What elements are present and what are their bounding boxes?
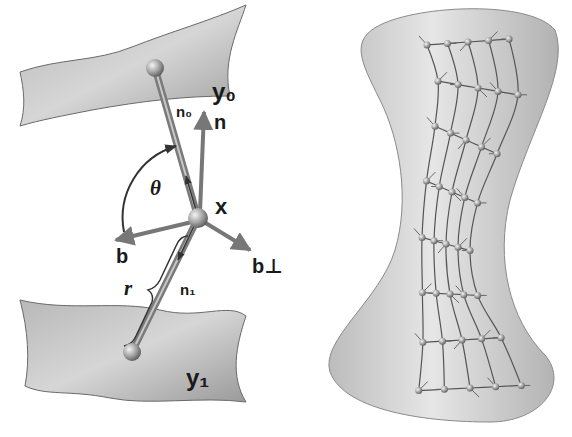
grid-sphere <box>423 41 430 48</box>
grid-sphere <box>419 234 426 241</box>
surface-sheet <box>20 5 246 126</box>
grid-sphere <box>447 291 454 298</box>
grid-line <box>419 385 522 390</box>
grid-sphere <box>439 338 446 345</box>
perp-arrow <box>204 222 250 250</box>
grid-line <box>446 42 478 388</box>
grid-sphere <box>454 244 461 251</box>
rod <box>132 218 198 352</box>
vector-label: n₀ <box>176 104 192 119</box>
grid-sphere <box>498 334 505 341</box>
grid-sphere <box>441 386 448 393</box>
grid-sphere <box>444 40 451 47</box>
direction-arrow <box>178 226 194 260</box>
grid-sphere <box>419 339 426 346</box>
grid-sphere <box>474 199 481 206</box>
grid-sphere <box>459 337 466 344</box>
grid-sphere <box>485 37 492 44</box>
vector-label: b⊥ <box>252 256 283 276</box>
vector-label: b <box>116 246 128 266</box>
angle-label: θ <box>150 178 161 199</box>
grid-line <box>434 43 458 389</box>
grid-sphere <box>514 91 521 98</box>
grid-sphere <box>415 387 422 394</box>
vector-label: n₁ <box>180 282 195 297</box>
normal-arrow <box>200 112 204 212</box>
point-sphere <box>146 59 164 77</box>
length-label: r <box>124 278 132 299</box>
grid-sphere <box>447 130 454 137</box>
grid-sphere <box>463 137 470 144</box>
grid-sphere <box>467 385 474 392</box>
shape-volume <box>329 9 558 422</box>
rod <box>155 68 198 218</box>
grid-sphere <box>474 292 481 299</box>
grid-sphere <box>518 382 525 389</box>
grid-sphere <box>466 247 473 254</box>
grid-line <box>427 39 509 45</box>
point-sphere <box>188 208 208 228</box>
point-label: x <box>215 196 227 218</box>
point-label: y₁ <box>186 366 209 390</box>
rod <box>132 218 198 352</box>
length-brace <box>124 236 188 346</box>
grid-sphere <box>455 81 462 88</box>
grid-sphere <box>478 143 485 150</box>
direction-arrow <box>186 176 196 210</box>
grid-sphere <box>494 150 501 157</box>
grid-sphere <box>478 335 485 342</box>
grid-sphere <box>423 178 430 185</box>
grid-line <box>426 181 477 203</box>
grid-sphere <box>494 88 501 95</box>
surface-sheet <box>20 300 246 402</box>
grid-sphere <box>449 189 456 196</box>
point-sphere <box>123 343 141 361</box>
grid-sphere <box>419 289 426 296</box>
vector-label: n <box>214 112 226 132</box>
grid-sphere <box>443 241 450 248</box>
grid-line <box>458 41 498 387</box>
grid-sphere <box>492 383 499 390</box>
grid-sphere <box>461 194 468 201</box>
binormal-arrow <box>116 222 192 240</box>
grid-sphere <box>431 237 438 244</box>
medial-grid <box>414 32 530 397</box>
angle-arc <box>123 146 176 232</box>
point-label: y₀ <box>212 80 236 104</box>
grid-sphere <box>433 290 440 297</box>
grid-sphere <box>460 291 467 298</box>
grid-sphere <box>465 39 472 46</box>
grid-sphere <box>431 123 438 130</box>
grid-sphere <box>475 85 482 92</box>
grid-sphere <box>436 183 443 190</box>
grid-sphere <box>435 78 442 85</box>
rod <box>155 68 198 218</box>
grid-line <box>470 39 521 385</box>
grid-sphere <box>506 36 513 43</box>
